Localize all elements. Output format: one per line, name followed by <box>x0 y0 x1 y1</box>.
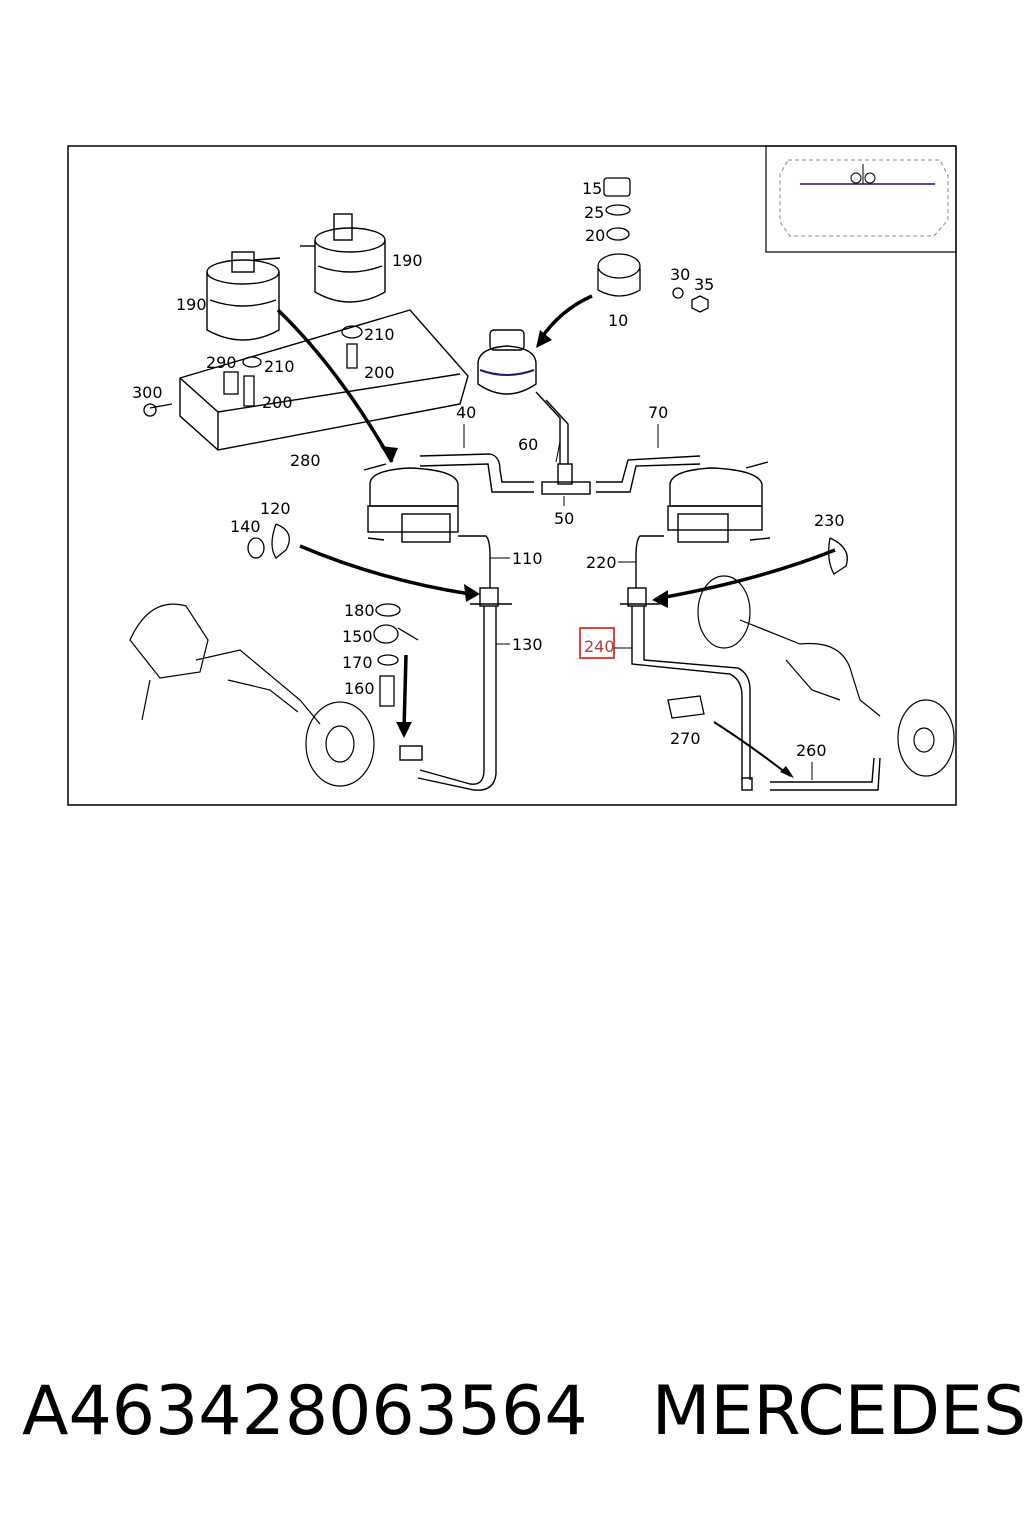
callout-40: 40 <box>456 403 476 422</box>
callout-130: 130 <box>512 635 543 654</box>
callout-190-b: 190 <box>392 251 423 270</box>
callout-150: 150 <box>342 627 373 646</box>
brand-name: MERCEDES <box>651 1372 1024 1451</box>
part-caption: A463428063564 MERCEDES <box>22 1372 1024 1451</box>
callout-220: 220 <box>586 553 617 572</box>
callout-15: 15 <box>582 179 602 198</box>
callout-230: 230 <box>814 511 845 530</box>
callout-120: 120 <box>260 499 291 518</box>
callout-70: 70 <box>648 403 668 422</box>
callout-190-a: 190 <box>176 295 207 314</box>
rear-axle <box>697 575 955 777</box>
diagram-frame <box>67 145 957 806</box>
callout-180: 180 <box>344 601 375 620</box>
parts-diagram: 15 25 20 30 35 10 190 190 210 210 200 20… <box>67 145 957 806</box>
callout-labels: 15 25 20 30 35 10 190 190 210 210 200 20… <box>132 179 845 760</box>
reservoir-left <box>206 251 281 341</box>
arrow-heads <box>380 330 794 778</box>
callout-110: 110 <box>512 549 543 568</box>
callout-240: 240 <box>584 637 615 656</box>
callout-300: 300 <box>132 383 163 402</box>
callout-210-a: 210 <box>364 325 395 344</box>
callout-25: 25 <box>584 203 604 222</box>
callout-50: 50 <box>554 509 574 528</box>
callout-280: 280 <box>290 451 321 470</box>
bracket <box>179 309 469 451</box>
callout-200-b: 200 <box>262 393 293 412</box>
callout-140: 140 <box>230 517 261 536</box>
line-right <box>620 535 881 791</box>
reservoir-right <box>300 213 386 303</box>
pointer-arrows <box>276 294 836 777</box>
line-left <box>399 535 512 791</box>
part-number: A463428063564 <box>22 1372 588 1451</box>
clips-fittings <box>247 523 848 719</box>
callout-20: 20 <box>585 226 605 245</box>
callout-30: 30 <box>670 265 690 284</box>
hoses-upper <box>419 453 701 495</box>
callout-270: 270 <box>670 729 701 748</box>
callout-200-a: 200 <box>364 363 395 382</box>
callout-210-b: 210 <box>264 357 295 376</box>
vehicle-thumbnail <box>765 145 957 253</box>
callout-35: 35 <box>694 275 714 294</box>
expansion-tank <box>477 329 569 464</box>
callout-260: 260 <box>796 741 827 760</box>
callout-290: 290 <box>206 353 237 372</box>
unit-left <box>363 463 459 543</box>
reservoir-center-top <box>597 177 709 313</box>
callout-60: 60 <box>518 435 538 454</box>
callout-160: 160 <box>344 679 375 698</box>
front-axle <box>129 603 375 787</box>
hardware <box>143 325 363 417</box>
leader-lines <box>463 424 813 780</box>
callout-10: 10 <box>608 311 628 330</box>
callout-170: 170 <box>342 653 373 672</box>
unit-right <box>667 461 771 543</box>
highlight-box <box>579 627 615 659</box>
